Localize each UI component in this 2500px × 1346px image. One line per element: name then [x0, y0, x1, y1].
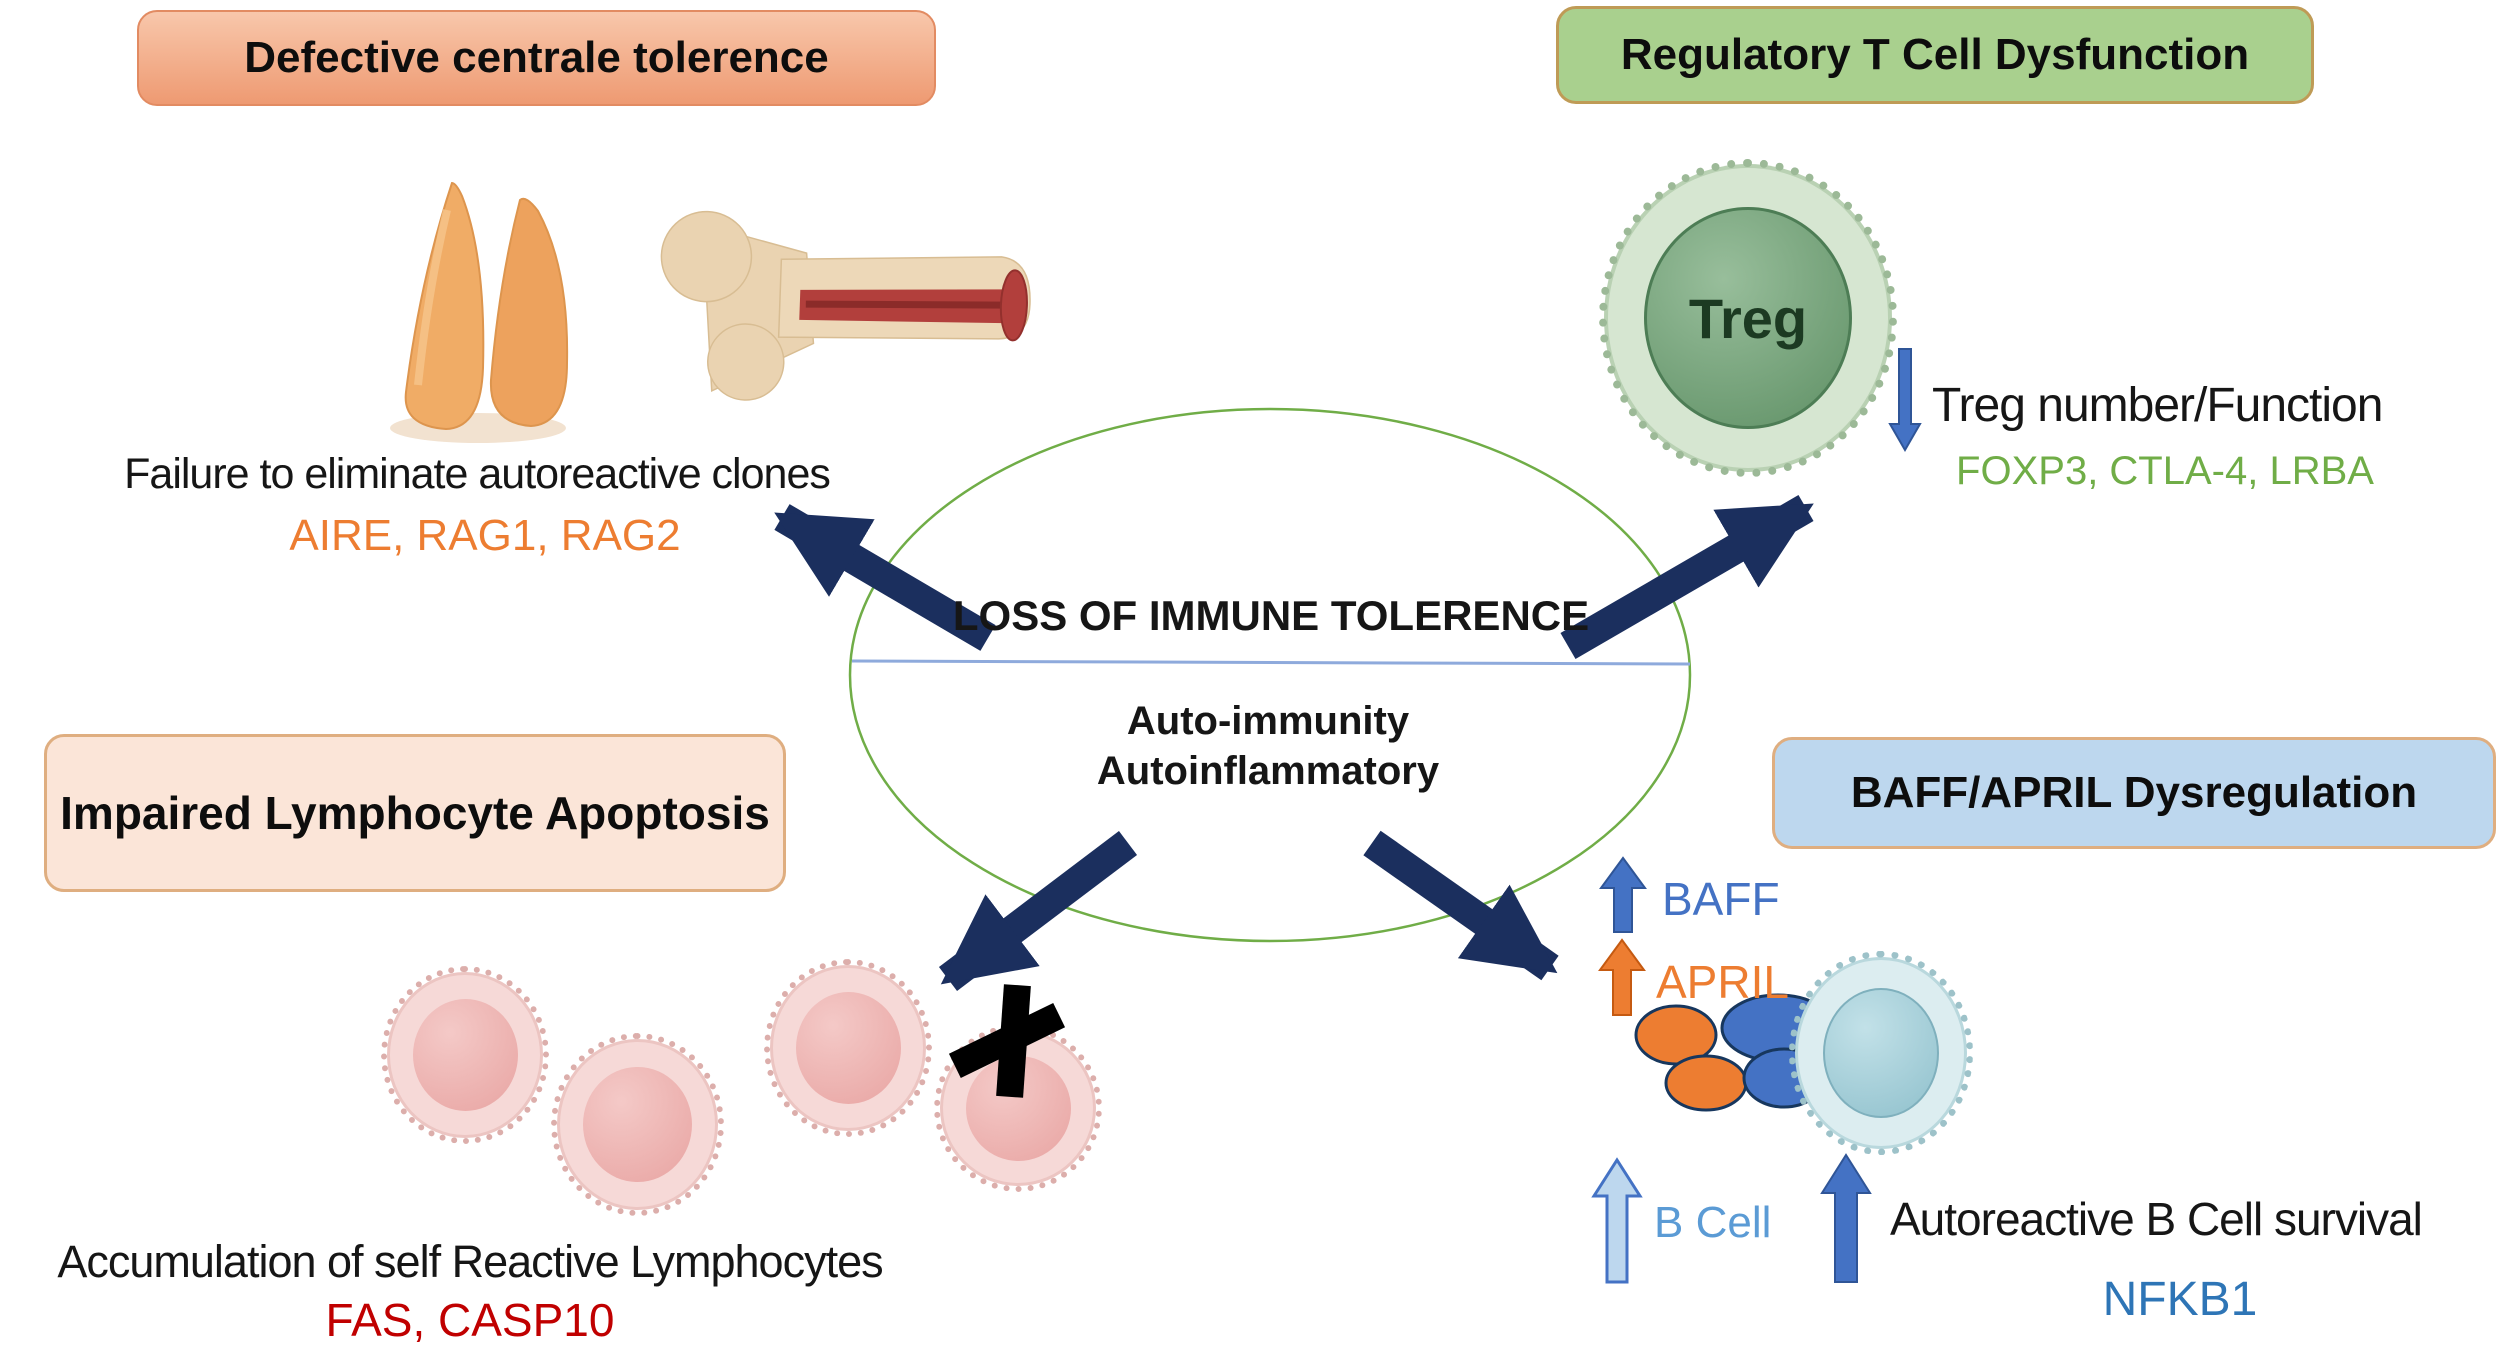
central-ellipse: [848, 407, 1692, 943]
arrow-to-bottom-right-icon: [1363, 830, 1559, 981]
header-baff-april-dysregulation: BAFF/APRIL Dysregulation: [1772, 737, 2496, 849]
caption-failure-to-eliminate: Failure to eliminate autoreactive clones: [124, 450, 831, 498]
header-impaired-lymphocyte-apoptosis: Impaired Lymphocyte Apoptosis: [44, 734, 786, 892]
arrow-to-bottom-left-icon: [938, 831, 1138, 991]
b-cell-icon: [1789, 951, 1973, 1155]
header-defective-central-tolerance: Defective centrale tolerence: [137, 10, 936, 106]
lymphocyte-cell-icon: [381, 966, 549, 1144]
header-label: Regulatory T Cell Dysfunction: [1620, 30, 2250, 79]
autoreactive-up-arrow-icon: [1820, 1153, 1872, 1283]
april-up-arrow-icon: [1598, 938, 1646, 1016]
treg-down-arrow-icon: [1888, 348, 1922, 453]
ellipse-divider-line: [851, 659, 1691, 666]
genes-foxp3-ctla4-lrba: FOXP3, CTLA-4, LRBA: [1956, 449, 2374, 493]
genes-nfkb1: NFKB1: [2102, 1273, 2258, 1326]
lymphocyte-nucleus: [412, 999, 518, 1111]
center-subtitle-autoimmunity: Auto-immunity: [1126, 699, 1410, 743]
lymphocyte-nucleus: [583, 1066, 692, 1183]
treg-cell-nucleus: Treg: [1644, 207, 1852, 429]
b-cell-nucleus: [1822, 987, 1940, 1119]
lymphocyte-nucleus: [795, 992, 901, 1104]
caption-autoreactive-b-cell-survival: Autoreactive B Cell survival: [1890, 1193, 2423, 1245]
lymphocyte-cell-icon: [764, 959, 932, 1137]
bone-marrow-icon: [660, 210, 1031, 401]
center-subtitle-autoinflammatory: Autoinflammatory: [1096, 749, 1440, 793]
bcell-up-arrow-icon: [1591, 1157, 1643, 1284]
x-mark-icon: [948, 984, 1075, 1110]
arrow-to-top-right-icon: [1560, 495, 1814, 659]
label-april: APRIL: [1656, 956, 1789, 1008]
label-baff: BAFF: [1662, 873, 1780, 925]
header-label: BAFF/APRIL Dysregulation: [1850, 768, 2418, 817]
caption-treg-number-function: Treg number/Function: [1932, 379, 2383, 432]
arrow-to-top-left-icon: [774, 504, 996, 651]
header-label: Impaired Lymphocyte Apoptosis: [60, 787, 770, 839]
header-label: Defective centrale tolerence: [244, 33, 829, 82]
thymus-icon: [390, 181, 569, 443]
caption-accumulation-lymphocytes: Accumulation of self Reactive Lymphocyte…: [57, 1236, 883, 1287]
baff-up-arrow-icon: [1599, 856, 1647, 933]
header-regulatory-t-cell-dysfunction: Regulatory T Cell Dysfunction: [1556, 6, 2314, 104]
center-title: LOSS OF IMMUNE TOLERENCE: [952, 592, 1590, 639]
label-b-cell: B Cell: [1654, 1198, 1772, 1247]
lymphocyte-cell-icon: [551, 1033, 724, 1216]
genes-aire-rag1-rag2: AIRE, RAG1, RAG2: [289, 511, 681, 560]
genes-fas-casp10: FAS, CASP10: [325, 1294, 615, 1346]
treg-cell-icon: Treg: [1599, 159, 1897, 477]
treg-cell-label: Treg: [1688, 286, 1808, 350]
